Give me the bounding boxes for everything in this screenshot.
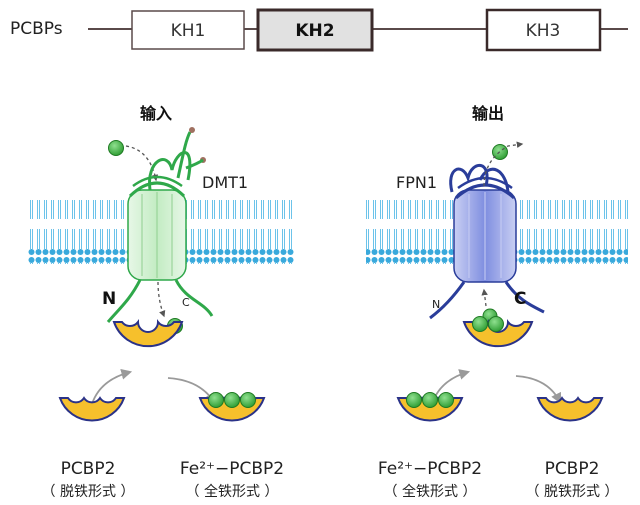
protein-label: PCBPs	[10, 19, 63, 39]
pcbp2-apo-icon	[58, 396, 126, 422]
pcbp2-holo-export-icon	[396, 392, 464, 422]
export-panel: 输出 FPN1 N C	[366, 104, 628, 500]
import-apo-state: （ 脱铁形式 ）	[42, 484, 135, 500]
iron-extracellular	[108, 140, 124, 156]
domain-kh3: KH3	[485, 8, 602, 52]
dmt1-label: DMT1	[202, 173, 248, 192]
domain-kh2-label: KH2	[295, 21, 334, 41]
domain-kh1: KH1	[131, 10, 245, 50]
export-holo-name: Fe²⁺−PCBP2	[378, 459, 482, 479]
pcbp2-apo-export-icon	[536, 396, 604, 422]
export-title: 输出	[472, 104, 504, 123]
import-apo-name: PCBP2	[61, 459, 116, 479]
export-holo-state: （ 全铁形式 ）	[384, 483, 477, 500]
import-arrow-apo-to-dock	[91, 369, 133, 405]
pcbp2-docked	[112, 319, 184, 348]
import-release-arrow	[157, 281, 166, 318]
export-apo-state: （ 脱铁形式 ）	[526, 484, 619, 500]
import-c-terminus: C	[182, 296, 190, 309]
export-c-terminus: C	[514, 289, 526, 309]
domain-structure: PCBPs KH1 KH2 KH3	[10, 8, 628, 52]
import-holo-state: （ 全铁形式 ）	[186, 483, 279, 500]
import-title: 输入	[140, 104, 172, 123]
import-entry-arrow	[125, 145, 159, 182]
fpn1-label: FPN1	[396, 173, 437, 192]
import-n-terminus: N	[102, 289, 116, 309]
import-panel: 输入 DMT1 N C	[28, 104, 294, 500]
export-apo-name: PCBP2	[545, 459, 600, 479]
export-handoff-arrow	[481, 288, 488, 307]
domain-kh1-label: KH1	[171, 21, 206, 41]
import-holo-name: Fe²⁺−PCBP2	[180, 459, 284, 479]
pcbp2-holo-icon	[198, 392, 266, 422]
export-arrow-dock-to-apo	[515, 375, 561, 404]
domain-kh2: KH2	[256, 8, 374, 52]
export-n-terminus: N	[432, 298, 440, 311]
export-exit-arrow	[483, 141, 524, 187]
pcbp2-docked-holo	[462, 316, 534, 348]
dmt1-transporter	[106, 127, 214, 323]
domain-kh3-label: KH3	[526, 21, 561, 41]
fpn1-transporter	[429, 163, 545, 320]
